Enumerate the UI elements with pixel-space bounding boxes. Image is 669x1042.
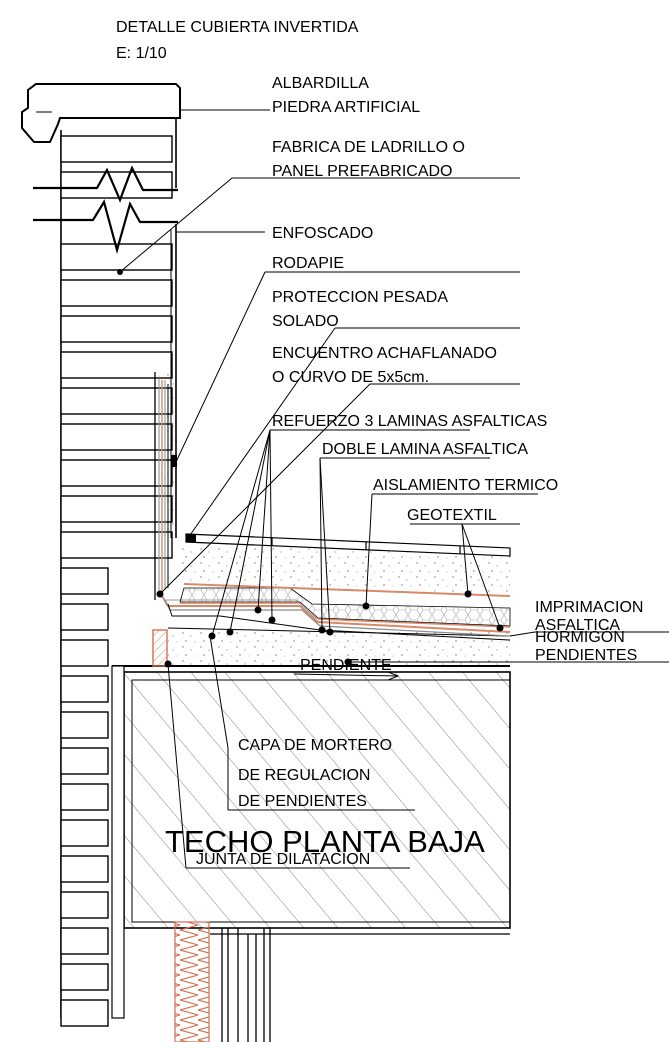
- joint-insulation-lower: [174, 921, 210, 1042]
- brick: [60, 351, 173, 379]
- expansion-joint: [152, 629, 168, 667]
- roof-slab: [111, 665, 511, 1019]
- label-pendiente: PENDIENTE: [300, 657, 392, 674]
- brick: [60, 927, 109, 955]
- label-junta: JUNTA DE DILATACION: [196, 851, 370, 868]
- label-solado: SOLADO: [272, 313, 339, 330]
- brick: [60, 819, 109, 847]
- label-aislamiento: AISLAMIENTO TERMICO: [373, 477, 558, 494]
- label-hormigon: HORMIGÓN: [535, 627, 625, 646]
- slope-arrow: [293, 671, 400, 681]
- brick: [60, 459, 173, 487]
- label-albardilla: ALBARDILLA: [272, 75, 369, 92]
- brick: [60, 675, 109, 703]
- brick-wall: [33, 118, 178, 1027]
- thermal-insulation: [179, 587, 511, 627]
- label-encuentro: ENCUENTRO ACHAFLANADO: [272, 345, 497, 362]
- brick: [60, 567, 109, 595]
- label-asfaltica: ASFALTICA: [535, 617, 620, 634]
- label-imprimacion: IMPRIMACION: [535, 599, 643, 616]
- coping-stone: [21, 83, 181, 143]
- brick: [60, 711, 109, 739]
- brick: [60, 891, 109, 919]
- label-geotextil: GEOTEXTIL: [407, 507, 497, 524]
- label-doble-lamina: DOBLE LAMINA ASFALTICA: [322, 441, 528, 458]
- protection-screed: [180, 544, 510, 594]
- brick: [60, 603, 109, 631]
- paving-tiles: [185, 533, 511, 557]
- leader-lines: [119, 109, 669, 869]
- label-regulacion: DE REGULACION: [238, 767, 370, 784]
- label-mortero: CAPA DE MORTERO: [238, 737, 392, 754]
- brick: [60, 315, 173, 343]
- brick: [60, 639, 109, 667]
- label-refuerzo: REFUERZO 3 LAMINAS ASFALTICAS: [272, 413, 547, 430]
- label-pendientes: PENDIENTES: [535, 647, 637, 664]
- brick: [60, 999, 109, 1027]
- leader-dots: [117, 269, 504, 668]
- brick: [60, 747, 109, 775]
- label-curvo: O CURVO DE 5x5cm.: [272, 369, 429, 386]
- label-techo-planta-baja: TECHO PLANTA BAJA: [165, 824, 485, 859]
- brick: [60, 279, 173, 307]
- title-line1: DETALLE CUBIERTA INVERTIDA: [116, 19, 359, 36]
- label-enfoscado: ENFOSCADO: [272, 225, 373, 242]
- lower-structure: [210, 928, 510, 1042]
- brick: [60, 855, 109, 883]
- brick: [60, 783, 109, 811]
- brick: [60, 135, 173, 163]
- title-scale: E: 1/10: [116, 45, 167, 62]
- brick: [60, 531, 173, 559]
- label-panel: PANEL PREFABRICADO: [272, 163, 453, 180]
- brick: [60, 495, 173, 523]
- label-piedra-artificial: PIEDRA ARTIFICIAL: [272, 99, 420, 116]
- label-de-pendientes: DE PENDIENTES: [238, 793, 367, 810]
- label-rodapie: RODAPIE: [272, 255, 344, 272]
- brick: [60, 963, 109, 991]
- wall-flashing: [154, 372, 177, 600]
- label-fabrica: FABRICA DE LADRILLO O: [272, 139, 465, 156]
- brick: [60, 423, 173, 451]
- label-proteccion: PROTECCION PESADA: [272, 289, 448, 306]
